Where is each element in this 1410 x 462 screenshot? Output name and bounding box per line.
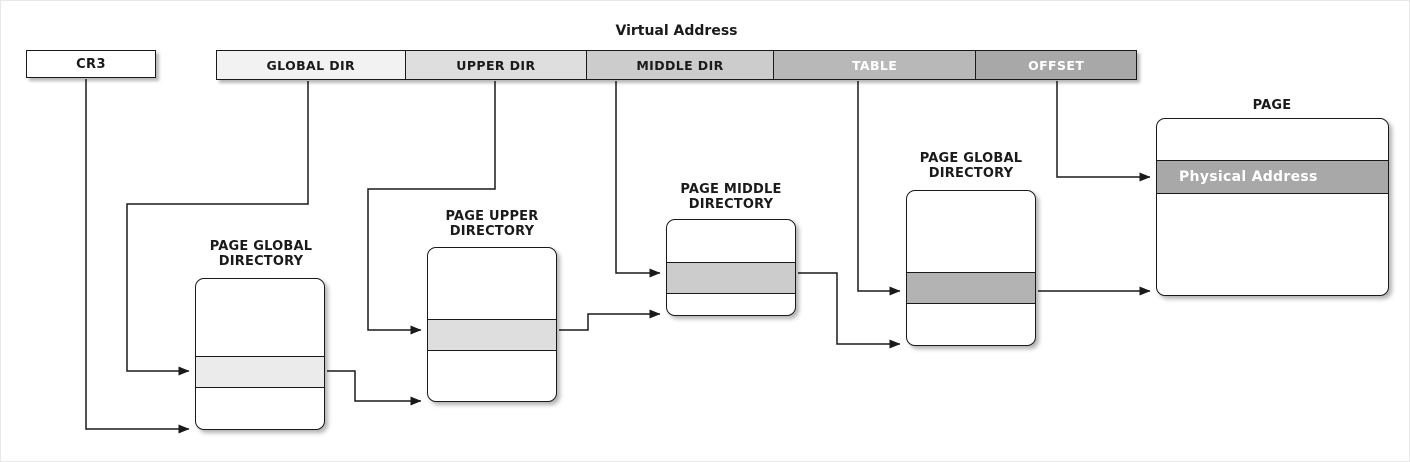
page-upper-directory-selected-entry[interactable] (428, 319, 556, 351)
va-segment-upper-dir[interactable]: UPPER DIR (405, 51, 588, 79)
va-segment-table[interactable]: TABLE (773, 51, 977, 79)
wire-table-to-pt (857, 81, 901, 296)
virtual-address-title: Virtual Address (615, 23, 738, 39)
cr3-register-box[interactable]: CR3 (26, 50, 156, 78)
page-frame-box[interactable]: Physical Address (1156, 118, 1389, 296)
page-global-directory-1-caption: PAGE GLOBAL DIRECTORY (209, 239, 313, 269)
wire-pud-to-pmd (559, 309, 661, 331)
page-global-directory-2-selected-entry[interactable] (907, 272, 1035, 304)
wire-pmd-to-pt (798, 272, 901, 349)
page-global-directory-1-selected-entry[interactable] (196, 356, 324, 388)
va-segment-offset[interactable]: OFFSET (976, 51, 1137, 79)
va-segment-global-dir[interactable]: GLOBAL DIR (217, 51, 406, 79)
wire-middledir-to-pmd (615, 81, 661, 278)
page-frame-entry-label: Physical Address (1179, 169, 1318, 185)
page-frame-selected-entry[interactable]: Physical Address (1157, 160, 1388, 194)
page-middle-directory-caption: PAGE MIDDLE DIRECTORY (680, 182, 782, 212)
page-middle-directory-selected-entry[interactable] (667, 262, 795, 294)
page-upper-directory-caption: PAGE UPPER DIRECTORY (445, 209, 539, 239)
page-middle-directory-box[interactable] (666, 219, 796, 316)
page-global-directory-1-box[interactable] (195, 278, 325, 430)
page-frame-caption: PAGE (1252, 98, 1292, 113)
wire-pgd-to-pud (327, 370, 422, 406)
va-segment-middle-dir[interactable]: MIDDLE DIR (587, 51, 774, 79)
page-upper-directory-box[interactable] (427, 247, 557, 402)
page-global-directory-2-box[interactable] (906, 190, 1036, 346)
page-global-directory-2-caption: PAGE GLOBAL DIRECTORY (919, 151, 1023, 181)
